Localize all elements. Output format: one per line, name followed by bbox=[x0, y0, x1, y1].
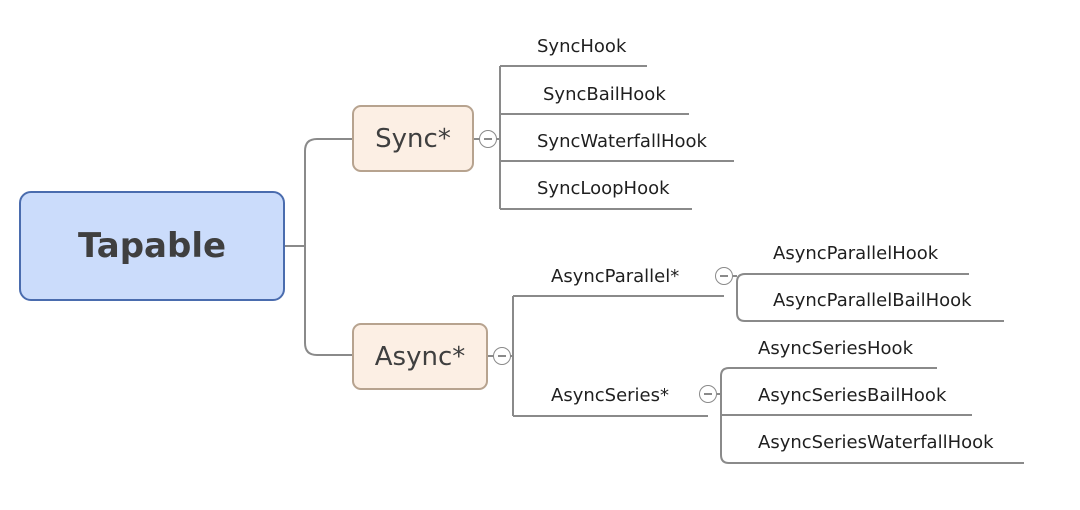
subtopic-asyncparallel[interactable]: AsyncParallel* bbox=[551, 266, 680, 287]
leaf-topic-asyncparallelhook[interactable]: AsyncParallelHook bbox=[773, 243, 939, 264]
leaf-topic-asyncseriesbailhook[interactable]: AsyncSeriesBailHook bbox=[758, 385, 947, 406]
root-topic-tapable[interactable]: Tapable bbox=[19, 191, 285, 301]
minus-circle-icon[interactable] bbox=[699, 385, 717, 403]
branch-topic-sync[interactable]: Sync* bbox=[352, 105, 474, 172]
minus-circle-icon[interactable] bbox=[493, 347, 511, 365]
minus-circle-icon[interactable] bbox=[479, 130, 497, 148]
connector-parallel-trunk bbox=[736, 273, 1004, 322]
minus-circle-icon[interactable] bbox=[715, 267, 733, 285]
leaf-topic-asyncparallelbailhook[interactable]: AsyncParallelBailHook bbox=[773, 290, 972, 311]
leaf-topic-syncwaterfallhook[interactable]: SyncWaterfallHook bbox=[537, 131, 707, 152]
leaf-topic-asyncserieswaterfallhook[interactable]: AsyncSeriesWaterfallHook bbox=[758, 432, 994, 453]
leaf-topic-synchook[interactable]: SyncHook bbox=[537, 36, 627, 57]
leaf-topic-syncloophook[interactable]: SyncLoopHook bbox=[537, 178, 670, 199]
leaf-topic-syncbailhook[interactable]: SyncBailHook bbox=[543, 84, 666, 105]
connector-root-sync-async bbox=[304, 138, 352, 356]
leaf-topic-asyncserieshook[interactable]: AsyncSeriesHook bbox=[758, 338, 913, 359]
subtopic-asyncseries[interactable]: AsyncSeries* bbox=[551, 385, 670, 406]
branch-topic-async[interactable]: Async* bbox=[352, 323, 488, 390]
